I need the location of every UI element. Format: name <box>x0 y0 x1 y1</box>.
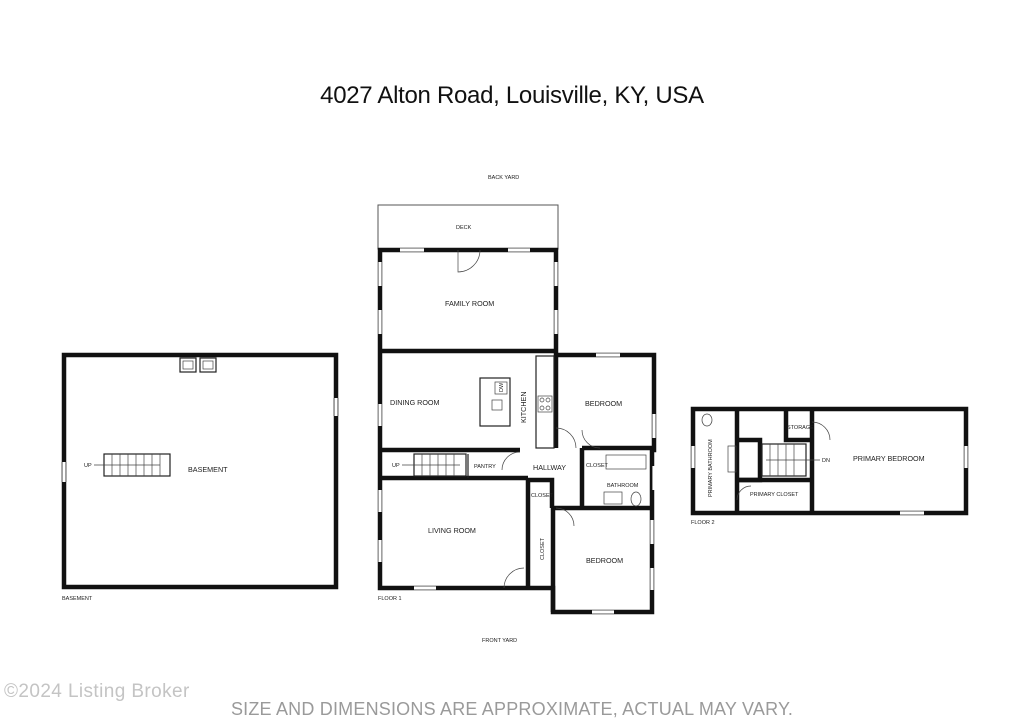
primary-bathroom-label: PRIMARY BATHROOM <box>708 439 714 497</box>
floor-2-stairs <box>761 443 820 477</box>
bathtub-icon <box>605 454 647 470</box>
storage-label: STORAGE <box>787 425 814 431</box>
deck-label: DECK <box>456 225 472 231</box>
floor-1-stairs <box>402 453 469 478</box>
basement-stairs <box>94 453 171 477</box>
primary-closet-label: PRIMARY CLOSET <box>750 492 799 498</box>
watermark: ©2024 Listing Broker <box>4 681 190 702</box>
primary-bedroom-label: PRIMARY BEDROOM <box>853 454 925 463</box>
page-title: 4027 Alton Road, Louisville, KY, USA <box>320 82 704 109</box>
basement-up-label: UP <box>84 463 92 469</box>
family-room-label: FAMILY ROOM <box>445 299 494 308</box>
bathroom-sink-icon <box>603 491 623 505</box>
bedroom-2-door <box>555 507 575 527</box>
closet-hall-label: CLOSET <box>586 463 609 469</box>
floor-1-label: FLOOR 1 <box>378 596 402 602</box>
kitchen-label: KITCHEN <box>519 391 528 423</box>
primary-closet-door <box>736 485 752 501</box>
floor-2-plan: PRIMARY BATHROOM STORAGE DN PRIMARY CLOS… <box>690 406 969 526</box>
front-yard-label: FRONT YARD <box>482 638 517 644</box>
deck-door <box>457 249 481 273</box>
back-yard-label: BACK YARD <box>488 175 519 181</box>
front-door <box>503 567 525 589</box>
bedroom-2-label: BEDROOM <box>586 556 623 565</box>
down-label: DN <box>822 458 830 464</box>
bathroom-label: BATHROOM <box>607 483 639 489</box>
closet-wall <box>528 477 555 508</box>
sink-icon <box>491 399 503 411</box>
floor-2-label: FLOOR 2 <box>691 520 715 526</box>
dishwasher-icon <box>494 381 508 395</box>
dishwasher-label: DW <box>499 382 505 392</box>
primary-toilet-icon <box>701 413 713 427</box>
disclaimer: SIZE AND DIMENSIONS ARE APPROXIMATE, ACT… <box>230 699 794 719</box>
closet-b-label: CLOSET <box>540 537 546 560</box>
hallway-label: HALLWAY <box>533 463 566 472</box>
dryer-icon <box>199 357 217 373</box>
closet-a-label: CLOSET <box>531 493 554 499</box>
washer-icon <box>179 357 197 373</box>
floor-1-plan: BACK YARD FRONT YARD DECK <box>377 175 657 644</box>
living-room-label: LIVING ROOM <box>428 526 476 535</box>
vanity-icon <box>727 445 737 473</box>
storage-wall <box>783 409 812 443</box>
pantry-door <box>501 451 521 471</box>
bedroom-1-label: BEDROOM <box>585 399 622 408</box>
kitchen-island <box>479 377 511 427</box>
pantry-label: PANTRY <box>474 464 496 470</box>
basement-floor-label: BASEMENT <box>62 596 93 602</box>
basement-room-label: BASEMENT <box>188 465 228 474</box>
stove-icon <box>537 395 553 413</box>
kitchen-counter <box>535 355 555 449</box>
dining-room-label: DINING ROOM <box>390 398 440 407</box>
toilet-icon <box>630 491 642 507</box>
bedroom-1-door <box>555 427 577 449</box>
bathroom-door <box>581 429 601 449</box>
floor-1-up-label: UP <box>392 463 400 469</box>
primary-bedroom-door <box>811 421 831 441</box>
basement-plan: UP BASEMENT BASEMENT <box>61 352 339 602</box>
stair-well-wall <box>737 437 763 483</box>
